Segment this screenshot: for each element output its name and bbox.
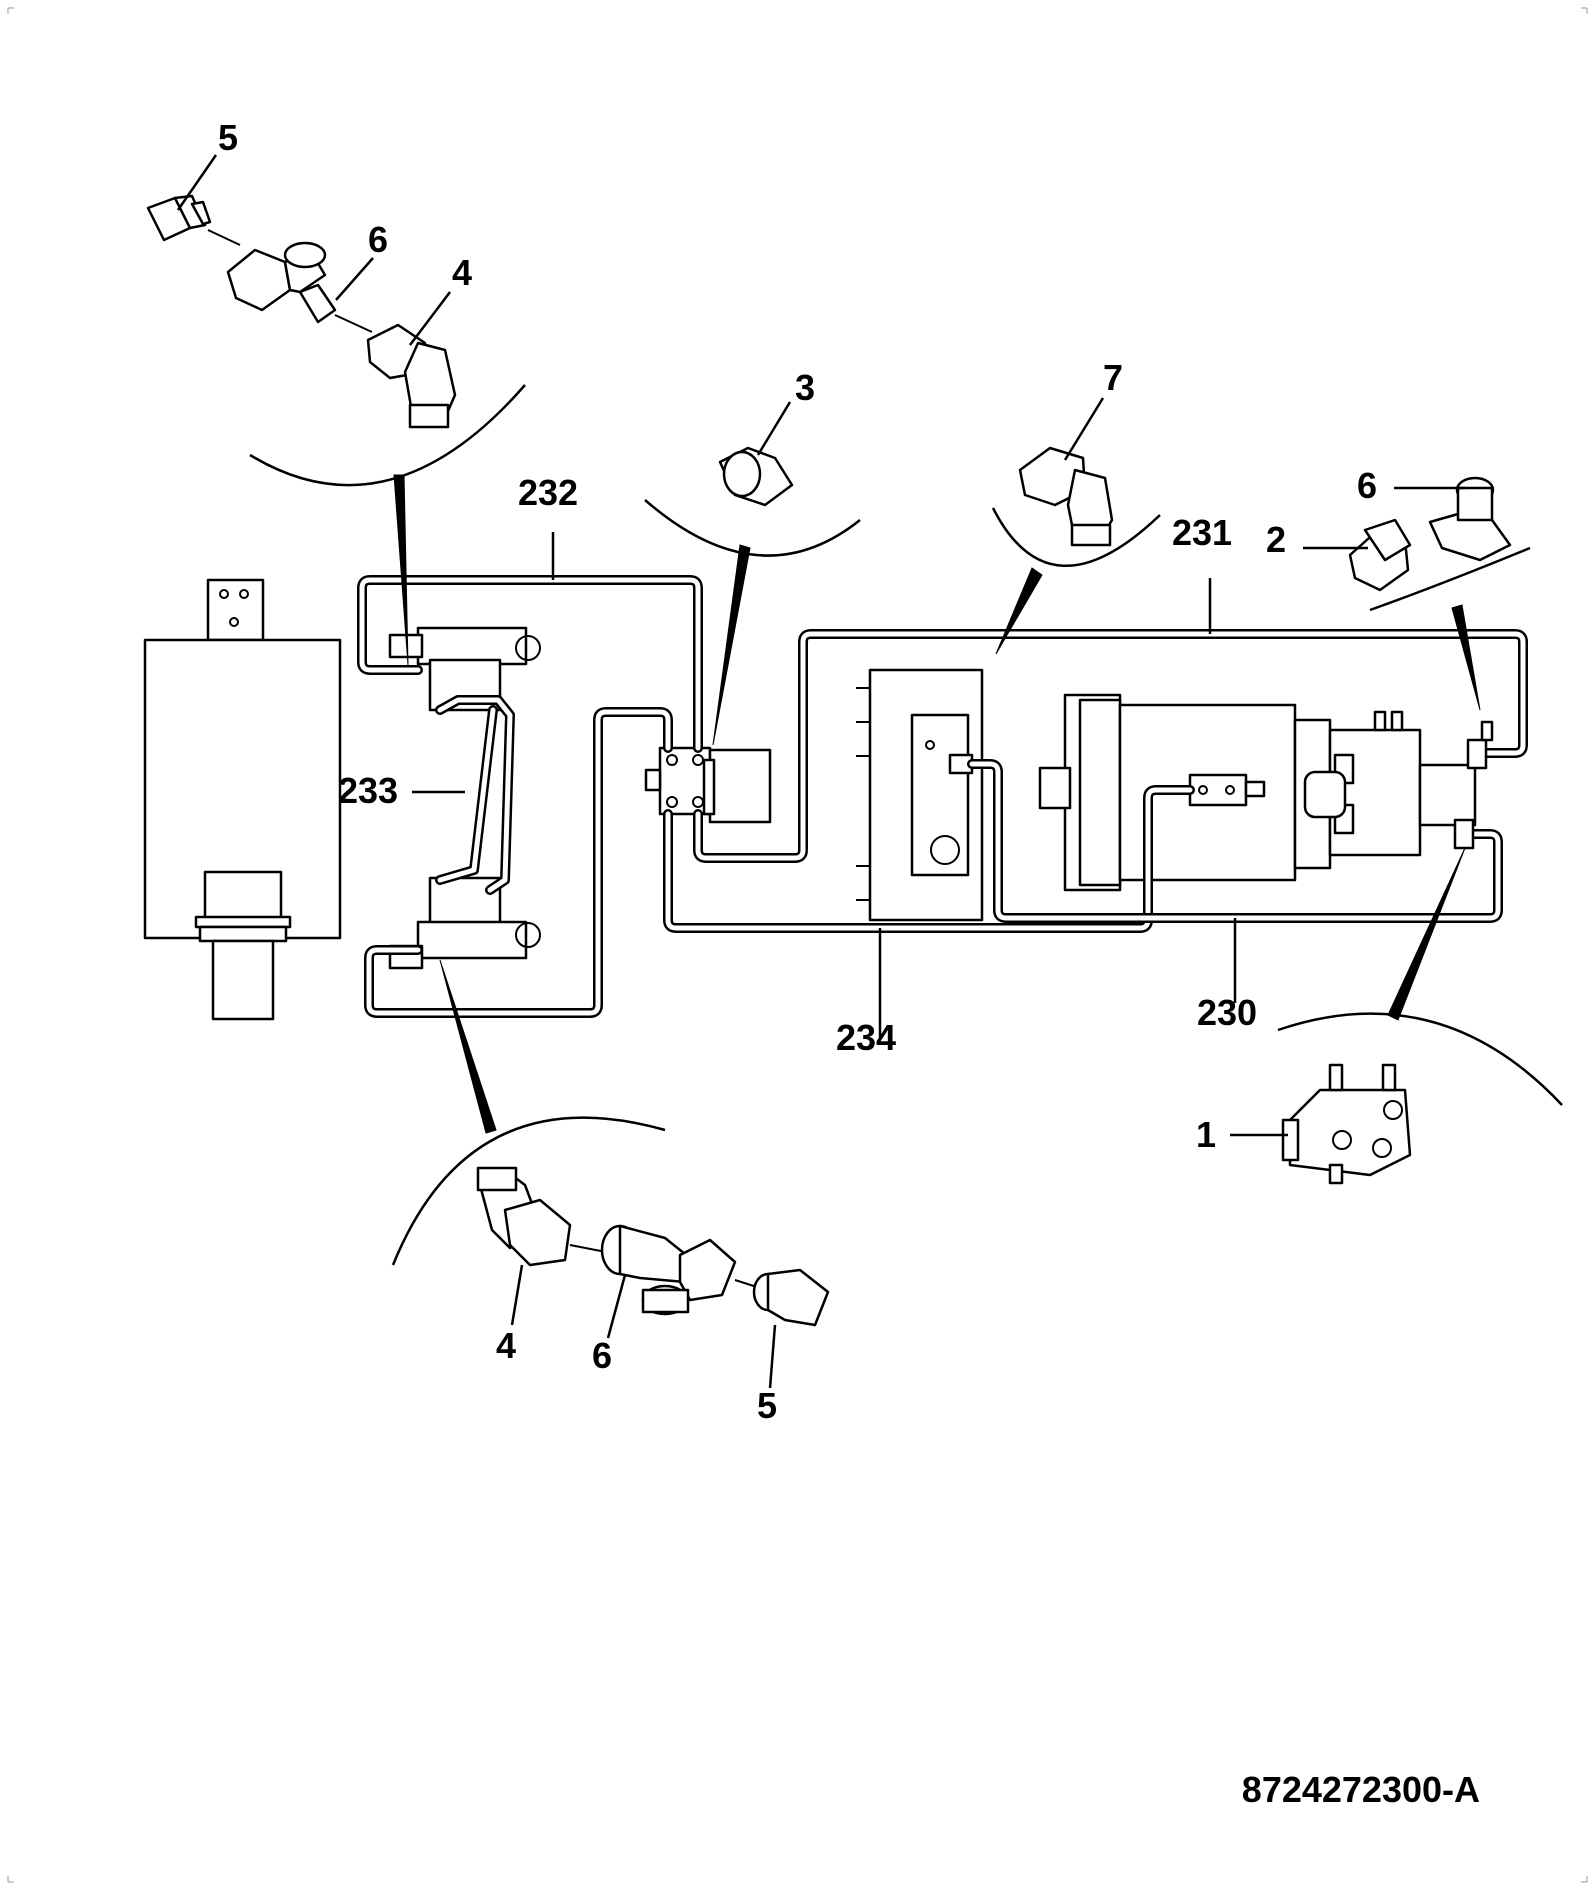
pipe-230	[967, 759, 1503, 923]
valve-bank	[856, 668, 984, 922]
part-4-bottom-elbow	[476, 1166, 572, 1267]
detail-1	[1277, 847, 1563, 1106]
callout-4-bottom: 4	[496, 1325, 516, 1366]
callout-5-bottom: 5	[757, 1385, 777, 1426]
callout-7: 7	[1103, 357, 1123, 398]
corner-marks	[7, 7, 1588, 1883]
motor-pump-unit	[1038, 693, 1477, 892]
callout-232: 232	[518, 472, 578, 513]
callout-1: 1	[1196, 1114, 1216, 1155]
callout-6-bottom: 6	[592, 1335, 612, 1376]
callout-labels: 5 6 4 3 7 6 2 232 231 233 234 230 1 4 6 …	[218, 117, 1377, 1426]
detail-bottom	[391, 959, 666, 1266]
left-valve-block-top	[388, 626, 541, 712]
callout-233: 233	[338, 770, 398, 811]
part-6-right-tee	[1428, 476, 1512, 562]
part-4-top-elbow	[366, 323, 457, 429]
pipes	[357, 575, 1528, 1018]
callout-6-right: 6	[1357, 465, 1377, 506]
part-7-elbow	[1018, 446, 1114, 547]
callout-3: 3	[795, 367, 815, 408]
hydraulic-tank	[143, 578, 342, 1021]
detail-right-top	[1369, 546, 1531, 711]
callout-234: 234	[836, 1017, 896, 1058]
leader-lines	[176, 154, 1465, 1389]
drawing-number: 8724272300-A	[1242, 1769, 1480, 1810]
part-5-bottom-adapter	[752, 1268, 830, 1327]
part-6-top-tee	[226, 241, 337, 324]
pipe-232	[357, 575, 703, 753]
detail-3	[644, 499, 861, 746]
pipe-233	[435, 695, 515, 895]
part-1-manifold	[1281, 1063, 1412, 1185]
part-2-elbow	[1348, 518, 1412, 592]
part-5-top-adapter	[146, 194, 212, 242]
right-tee-fittings	[1453, 720, 1494, 850]
callout-4-top: 4	[452, 252, 472, 293]
pipe-231	[693, 629, 1528, 863]
centre-valve-block	[644, 746, 772, 824]
callout-5-top: 5	[218, 117, 238, 158]
pipe-left-return	[364, 707, 673, 1018]
pipe-234	[663, 785, 1195, 933]
detail-7	[991, 507, 1161, 655]
callout-231: 231	[1172, 512, 1232, 553]
callout-2: 2	[1266, 519, 1286, 560]
part-3-adapter	[718, 446, 794, 507]
detail-top-left	[249, 384, 526, 666]
callout-6-top: 6	[368, 219, 388, 260]
callout-230: 230	[1197, 992, 1257, 1033]
part-6-bottom-tee	[600, 1224, 737, 1316]
